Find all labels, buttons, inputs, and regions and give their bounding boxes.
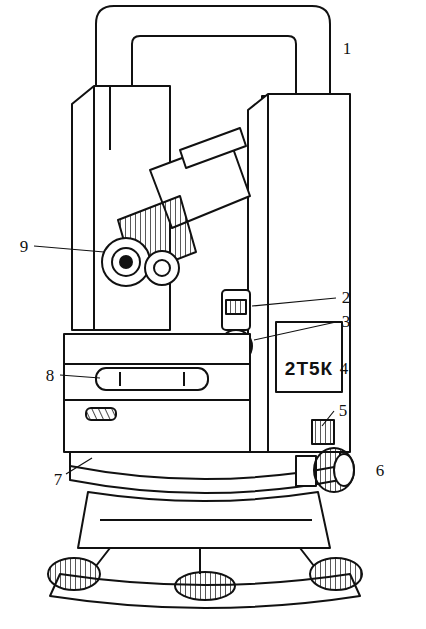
callout-number: 4 <box>340 360 349 377</box>
callout-number: 9 <box>20 238 29 255</box>
reading-microscope-lens <box>154 260 170 276</box>
foot-screw <box>310 558 362 590</box>
eyepiece-pupil <box>120 256 132 268</box>
knob-shaft <box>296 456 316 486</box>
focus-ring <box>118 196 196 276</box>
right-standard <box>248 94 350 452</box>
level-screw <box>226 300 246 314</box>
level-housing <box>222 290 250 330</box>
model-marking: 2Т5К <box>283 359 335 378</box>
telescope-sight <box>180 128 246 168</box>
tangent-knob-face <box>334 454 354 486</box>
leader-lines <box>34 246 336 474</box>
callout-number: 7 <box>54 471 63 488</box>
clamp-screw <box>312 420 334 444</box>
eyepiece-lens <box>112 248 140 276</box>
callout-number: 8 <box>46 367 55 384</box>
callout-number: 3 <box>342 313 351 330</box>
alidade-body <box>64 334 250 452</box>
callout-number: 5 <box>339 402 348 419</box>
callout-number: 6 <box>376 462 385 479</box>
plate-level <box>96 368 208 390</box>
callout-number: 1 <box>343 40 352 57</box>
horizontal-circle-housing <box>70 452 340 493</box>
eyepiece <box>102 238 150 286</box>
reading-microscope <box>145 251 179 285</box>
tribrach <box>78 492 330 548</box>
callout-number: 2 <box>342 289 351 306</box>
foot-screw <box>175 572 235 600</box>
foot-screw <box>48 558 100 590</box>
tangent-knob <box>314 448 354 492</box>
window <box>86 408 116 420</box>
